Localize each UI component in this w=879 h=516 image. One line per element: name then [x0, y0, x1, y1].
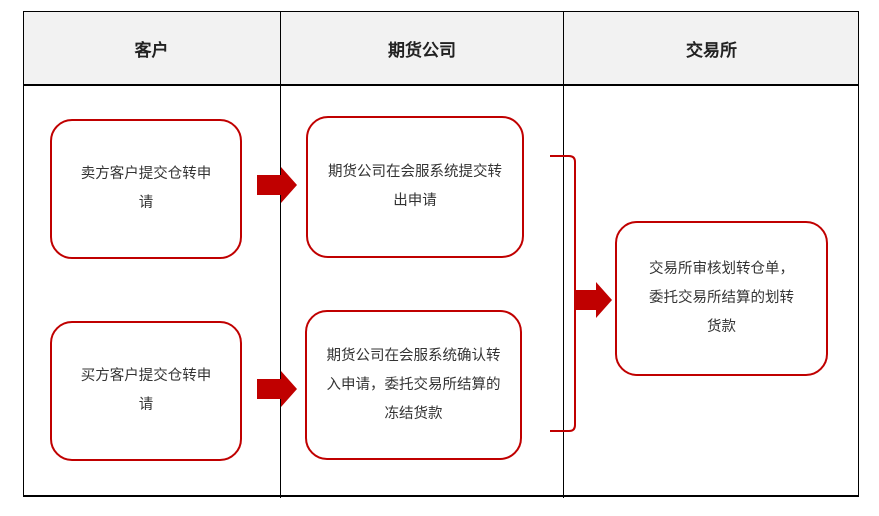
exchange-review-box: 交易所审核划转仓单，委托交易所结算的划转货款 — [615, 221, 828, 376]
table-header — [23, 11, 859, 86]
column-header-broker: 期货公司 — [388, 41, 456, 61]
arrow-right-icon — [257, 167, 297, 203]
column-divider — [563, 11, 564, 498]
column-divider — [280, 11, 281, 498]
buyer-request-box: 买方客户提交仓转申请 — [50, 321, 242, 461]
column-header-exchange: 交易所 — [686, 41, 737, 61]
swimlane-table — [23, 11, 859, 497]
arrow-right-icon — [575, 282, 612, 318]
broker-submit-box: 期货公司在会服系统提交转出申请 — [306, 116, 524, 258]
bracket — [550, 155, 576, 432]
column-header-client: 客户 — [134, 41, 169, 61]
broker-confirm-box: 期货公司在会服系统确认转入申请，委托交易所结算的冻结货款 — [305, 310, 522, 460]
arrow-right-icon — [257, 371, 297, 407]
seller-request-box: 卖方客户提交仓转申请 — [50, 119, 242, 259]
